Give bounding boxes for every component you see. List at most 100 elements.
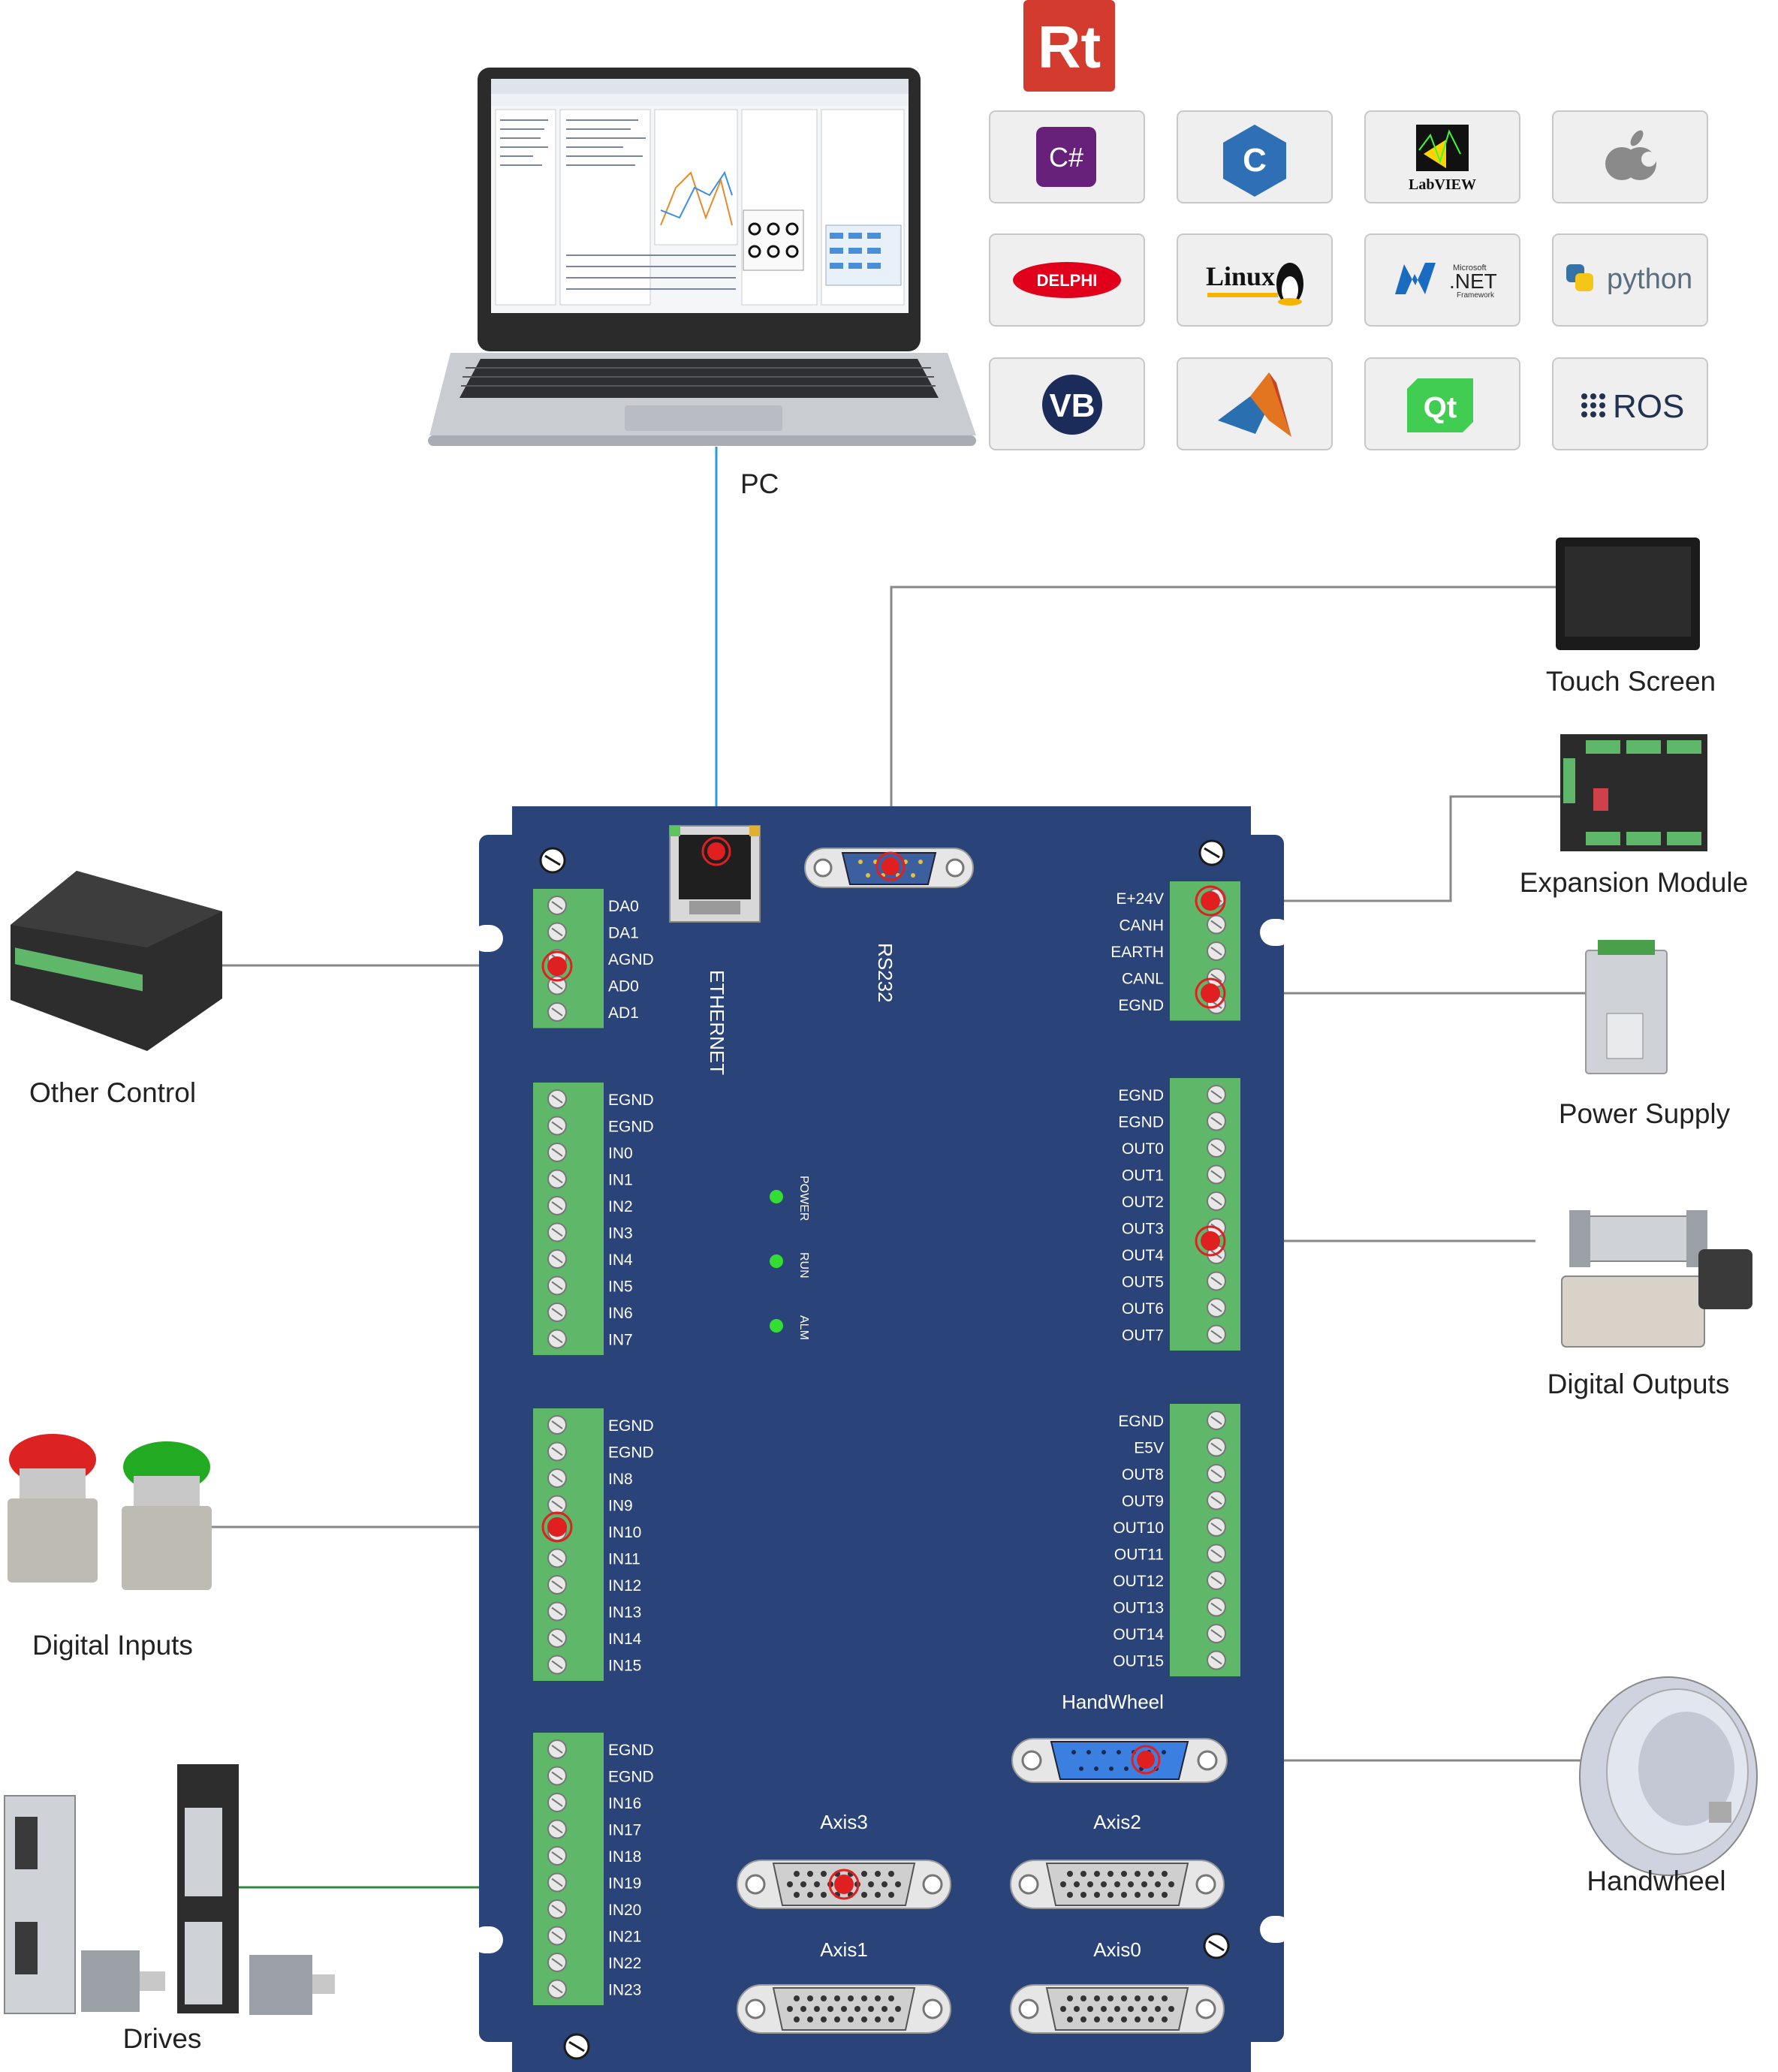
other-control-device (11, 871, 222, 1051)
terminal-label: OUT9 (1122, 1493, 1164, 1510)
power-led (770, 1190, 783, 1203)
labview-logo: LabVIEW (1364, 110, 1520, 203)
drives-label: Drives (123, 2023, 202, 2054)
terminal-strip (1170, 1078, 1240, 1351)
terminal-label: IN19 (608, 1875, 641, 1893)
laptop-pc (428, 68, 976, 446)
terminal-label: IN4 (608, 1251, 633, 1269)
terminal-label: EGND (608, 1417, 654, 1435)
terminal-label: IN1 (608, 1172, 633, 1189)
terminal-label: IN22 (608, 1955, 641, 1972)
axis-connector-axis3: Axis3 (737, 1811, 951, 1909)
terminal-label: DA1 (608, 925, 639, 942)
terminal-label: IN13 (608, 1604, 641, 1622)
touch-screen-label: Touch Screen (1546, 666, 1716, 697)
terminal-label: IN7 (608, 1332, 633, 1349)
handwheel-port-label: HandWheel (1062, 1691, 1164, 1713)
digital-inputs-device (8, 1434, 212, 1590)
axis-label: Axis3 (820, 1811, 868, 1833)
svg-text:DELPHI: DELPHI (1037, 271, 1098, 290)
axis-connector-axis2: Axis2 (1010, 1811, 1225, 1909)
vb-logo: VB (989, 357, 1145, 450)
expansion-module-device (1560, 734, 1707, 851)
terminal-label: E5V (1134, 1440, 1164, 1457)
rs232-port (804, 848, 974, 888)
axis-connector-axis0: Axis0 (1010, 1938, 1225, 2034)
terminal-label: AGND (608, 951, 654, 968)
linux-logo: Linux (1177, 233, 1333, 327)
terminal-label: IN23 (608, 1982, 641, 1999)
svg-text:Qt: Qt (1424, 391, 1457, 424)
terminal-strip (1170, 1404, 1240, 1676)
ethernet-port (669, 825, 761, 923)
terminal-label: EGND (608, 1444, 654, 1462)
rs232-label: RS232 (874, 943, 897, 1003)
terminal-label: OUT12 (1113, 1573, 1164, 1590)
run-led-label: RUN (797, 1252, 810, 1278)
terminal-label: IN18 (608, 1848, 641, 1866)
terminal-label: IN2 (608, 1198, 633, 1215)
terminal-label: OUT0 (1122, 1140, 1164, 1158)
terminal-label: OUT5 (1122, 1274, 1164, 1291)
expansion-module-label: Expansion Module (1520, 867, 1748, 898)
svg-text:Microsoft: Microsoft (1453, 264, 1487, 273)
qt-logo: Qt (1364, 357, 1520, 450)
axis-label: Axis0 (1093, 1938, 1141, 1961)
terminal-label: CANL (1122, 971, 1164, 988)
other-control-label: Other Control (29, 1077, 196, 1108)
dotnet-logo: Microsoft .NET Framework (1364, 233, 1520, 327)
terminal-label: OUT13 (1113, 1600, 1164, 1617)
terminal-label: OUT8 (1122, 1466, 1164, 1483)
terminal-label: EGND (608, 1119, 654, 1136)
terminal-label: EGND (1118, 1114, 1164, 1131)
terminal-label: IN0 (608, 1145, 633, 1162)
terminal-label: IN8 (608, 1471, 633, 1488)
svg-text:LabVIEW: LabVIEW (1409, 176, 1476, 193)
run-led (770, 1254, 783, 1268)
svg-text:Rt: Rt (1038, 14, 1101, 80)
terminal-label: IN9 (608, 1498, 633, 1515)
apple-logo (1552, 110, 1708, 203)
terminal-label: EGND (608, 1742, 654, 1759)
touch-screen-device (1556, 538, 1700, 650)
terminal-label: IN10 (608, 1524, 641, 1541)
terminal-label: OUT10 (1113, 1519, 1164, 1537)
expansion-wire (1210, 795, 1560, 902)
terminal-strip (533, 1408, 604, 1681)
terminal-label: EGND (1118, 1413, 1164, 1430)
screws (539, 839, 1230, 2060)
svg-text:C++: C++ (1254, 212, 1255, 214)
terminal-label: OUT3 (1122, 1221, 1164, 1238)
terminal-label: IN21 (608, 1929, 641, 1946)
power-supply-label: Power Supply (1559, 1098, 1731, 1129)
terminal-label: AD1 (608, 1004, 639, 1022)
terminal-label: IN17 (608, 1822, 641, 1839)
svg-text:C#: C# (1049, 142, 1083, 173)
delphi-logo: DELPHI (989, 233, 1145, 327)
terminal-label: EGND (608, 1092, 654, 1109)
output-terminal-block-b: EGNDE5VOUT8OUT9OUT10OUT11OUT12OUT13OUT14… (1113, 1404, 1240, 1676)
matlab-logo (1177, 357, 1333, 450)
svg-text:ROS: ROS (1613, 388, 1684, 425)
svg-text:Framework: Framework (1457, 291, 1495, 300)
python-logo: python (1552, 233, 1708, 327)
axis-label: Axis2 (1093, 1811, 1141, 1833)
svg-text:python: python (1607, 264, 1692, 295)
terminal-label: IN11 (608, 1551, 640, 1568)
digital-outputs-label: Digital Outputs (1547, 1369, 1730, 1399)
terminal-markers (541, 885, 1226, 1543)
touchscreen-wire (890, 586, 1556, 854)
power-supply-device (1585, 940, 1668, 1074)
terminal-label: OUT6 (1122, 1300, 1164, 1318)
alm-led-label: ALM (797, 1315, 810, 1340)
cpp-logo: C C++ (1177, 110, 1333, 214)
terminal-label: OUT14 (1113, 1626, 1164, 1643)
terminal-label: CANH (1119, 917, 1164, 935)
terminal-label: IN15 (608, 1658, 641, 1675)
terminal-strip (533, 1083, 604, 1355)
alm-led (770, 1319, 783, 1333)
terminal-label: EGND (1118, 997, 1164, 1014)
